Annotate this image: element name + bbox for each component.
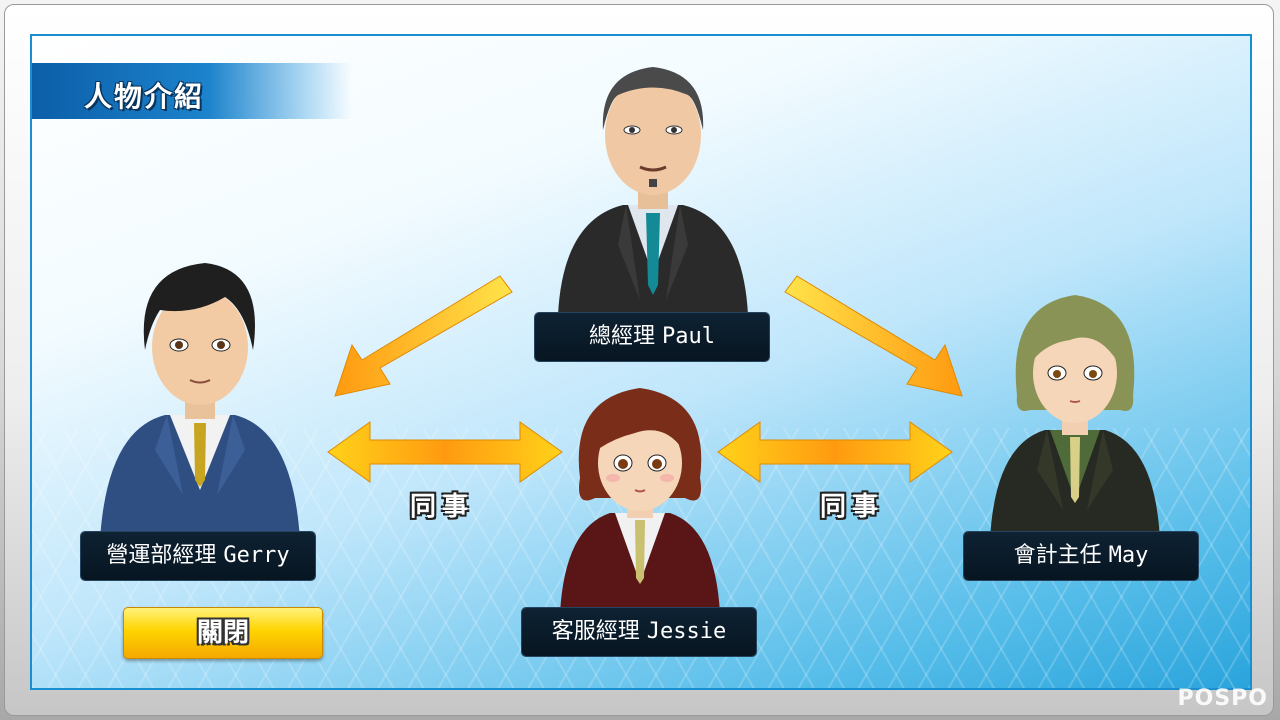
label-gerry-en: Gerry	[223, 543, 290, 568]
label-may: 會計主任 May	[964, 532, 1198, 580]
label-jessie-cn: 客服經理	[551, 619, 640, 644]
close-button[interactable]: 關閉	[123, 607, 323, 659]
label-gerry-cn: 營運部經理	[106, 543, 217, 568]
label-paul-cn: 總經理	[589, 324, 656, 349]
arrow-jessie-may	[717, 421, 953, 483]
label-may-en: May	[1108, 543, 1149, 568]
label-paul: 總經理 Paul	[535, 313, 769, 361]
label-paul-en: Paul	[662, 324, 715, 349]
label-may-cn: 會計主任	[1013, 543, 1102, 568]
arrow-gerry-jessie	[327, 421, 563, 483]
avatar-paul	[558, 67, 748, 315]
label-jessie: 客服經理 Jessie	[522, 608, 756, 656]
arrow-paul-to-may	[784, 275, 963, 397]
relation-label-left: 同事	[410, 492, 475, 522]
page-title: 人物介紹	[84, 80, 205, 113]
avatar-may	[990, 295, 1160, 540]
title-bar	[32, 63, 352, 119]
label-gerry: 營運部經理 Gerry	[81, 532, 315, 580]
label-jessie-en: Jessie	[646, 619, 727, 644]
avatar-gerry	[100, 263, 300, 540]
arrow-paul-to-gerry	[334, 275, 513, 397]
relation-label-right: 同事	[820, 492, 885, 522]
avatar-jessie	[560, 388, 720, 613]
pospo-logo: POSPO	[1177, 686, 1268, 711]
